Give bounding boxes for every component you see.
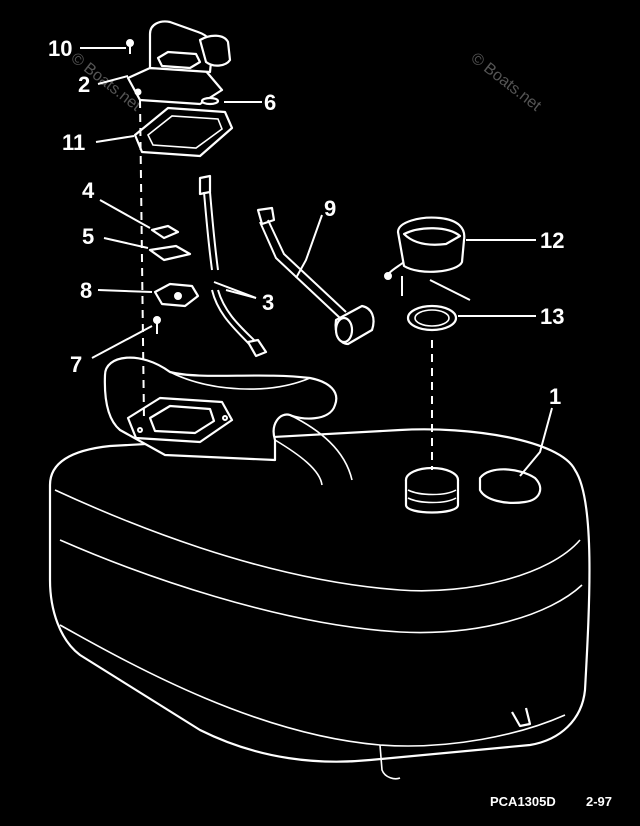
callout-2: 2 <box>78 72 90 97</box>
assembly-line-sender <box>139 99 145 421</box>
callout-13: 13 <box>540 304 564 329</box>
callout-1: 1 <box>549 384 561 409</box>
callout-12: 12 <box>540 228 564 253</box>
callout-7: 7 <box>70 352 82 377</box>
fuel-sender-housing <box>126 20 232 106</box>
pickup-tube <box>198 174 268 358</box>
o-ring <box>200 96 220 106</box>
callout-5: 5 <box>82 224 94 249</box>
callout-9: 9 <box>324 196 336 221</box>
callout-6: 6 <box>264 90 276 115</box>
clip <box>150 224 180 240</box>
callout-labels: 10 2 6 11 4 5 8 7 3 9 12 13 1 <box>48 36 564 409</box>
float-arm <box>256 206 375 346</box>
diagram-code: PCA1305D <box>490 794 556 809</box>
diagram-date: 2-97 <box>586 794 612 809</box>
fuel-tank <box>48 356 591 780</box>
grommet <box>148 244 192 262</box>
callout-8: 8 <box>80 278 92 303</box>
callout-10: 10 <box>48 36 72 61</box>
gasket <box>133 106 234 158</box>
watermark-2: © Boats.net <box>468 50 545 115</box>
leader-lines <box>80 47 553 477</box>
callout-3: 3 <box>262 290 274 315</box>
callout-4: 4 <box>82 178 95 203</box>
filler-cap <box>384 216 466 280</box>
callout-11: 11 <box>62 130 85 155</box>
